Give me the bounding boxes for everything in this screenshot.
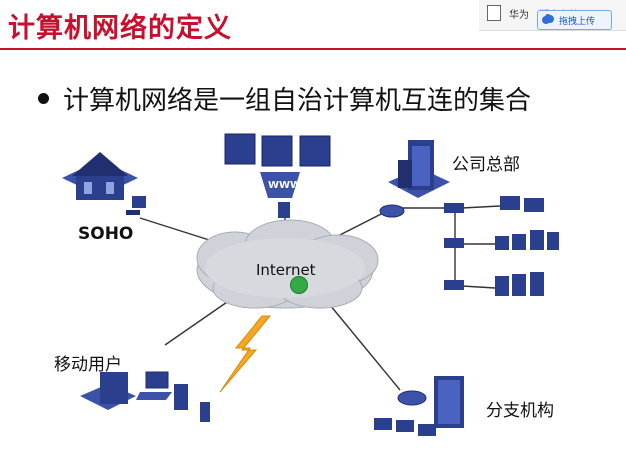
title-bar: 计算机网络的定义 (0, 0, 480, 46)
document-icon[interactable] (487, 5, 501, 21)
bullet-dot-icon (38, 93, 49, 104)
branch-building-icon (374, 376, 464, 436)
hq-router-icon (379, 204, 405, 218)
connection-lines (139, 205, 501, 391)
title-underline (0, 48, 626, 50)
bullet-item: 计算机网络是一组自治计算机互连的集合 (38, 80, 531, 117)
cursor-dot-icon (290, 276, 308, 294)
bullet-text: 计算机网络是一组自治计算机互连的集合 (63, 86, 532, 116)
hq-server-icons (495, 196, 559, 296)
wireless-lightning-icon (219, 315, 272, 393)
upload-button-label: 拖拽上传 (559, 17, 596, 27)
www-servers-icon: WWW (224, 133, 331, 218)
hq-building-icon (388, 140, 450, 198)
upload-button[interactable]: 拖拽上传 (537, 10, 612, 30)
soho-label: SOHO (78, 224, 134, 244)
svg-text:WWW: WWW (268, 180, 301, 191)
mobile-user-devices-icon (80, 371, 210, 422)
toolbar-text-1[interactable]: 华为 (509, 10, 529, 21)
slide-title: 计算机网络的定义 (8, 13, 232, 44)
internet-label: Internet (256, 261, 316, 279)
mobile-users-label: 移动用户 (54, 355, 122, 375)
branch-label: 分支机构 (486, 401, 554, 421)
hq-label: 公司总部 (452, 155, 520, 175)
hq-switch-icons (444, 203, 464, 290)
soho-house-icon (62, 152, 146, 215)
cloud-upload-icon (542, 14, 554, 24)
